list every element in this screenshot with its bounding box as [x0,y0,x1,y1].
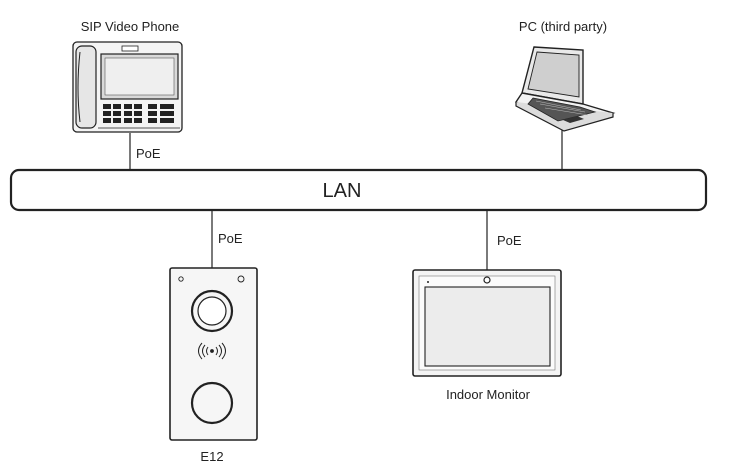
lan-bar [9,168,708,212]
door-station-label: E12 [200,449,223,464]
indoor-monitor-poe-label: PoE [497,233,522,248]
rfid-icon [198,342,226,360]
door-station-icon [169,267,258,441]
door-station-poe-label: PoE [218,231,243,246]
laptop-icon [514,46,616,132]
indoor-monitor-label: Indoor Monitor [446,387,530,402]
lan-label: LAN [323,180,362,202]
pc-label: PC (third party) [519,19,607,34]
phone-poe-label: PoE [136,146,161,161]
sip-video-phone-icon [72,41,183,133]
sip-video-phone-label: SIP Video Phone [81,19,180,34]
indoor-monitor-icon [412,269,562,377]
